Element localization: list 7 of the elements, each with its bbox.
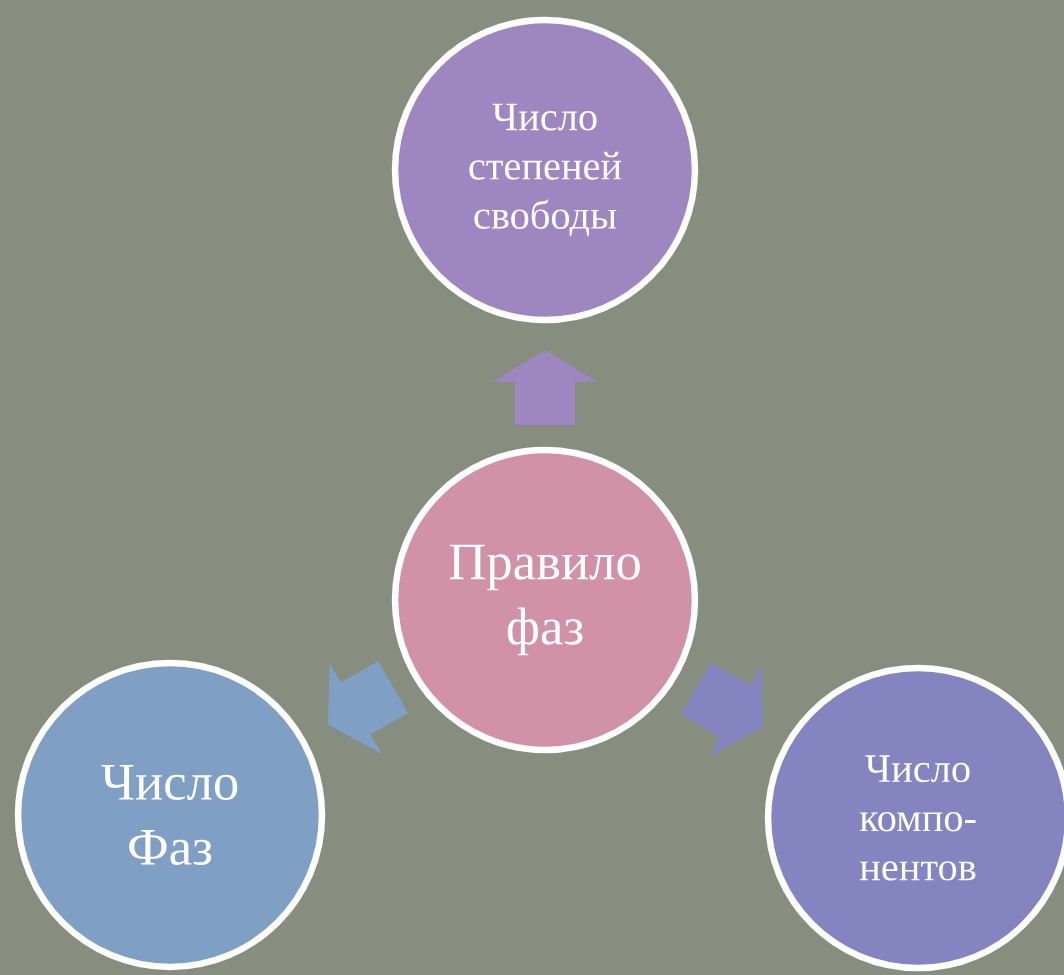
block-arrow bbox=[681, 662, 763, 757]
circle-node: Число степеней свободы bbox=[391, 16, 699, 324]
circle-node: Число Фаз bbox=[14, 659, 326, 971]
circle-node: Число компо- нентов bbox=[764, 664, 1064, 972]
circle-node: Правило фаз bbox=[391, 446, 699, 754]
block-arrow bbox=[492, 350, 598, 425]
block-arrow bbox=[327, 661, 409, 755]
